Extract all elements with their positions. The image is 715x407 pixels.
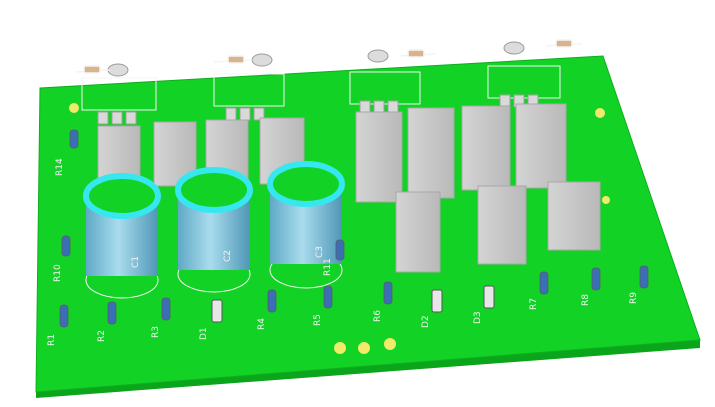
ref-label: R1 [47,334,57,346]
front-resistors [59,129,649,328]
mounting-holes [69,103,610,354]
cap-label: C1 [131,256,141,268]
ref-label: D1 [199,327,209,340]
ref-label: R2 [97,330,107,342]
diode-labels: D1 D2 D3 [199,311,483,340]
ref-label: R7 [529,298,539,310]
ref-label: R8 [581,294,591,306]
ref-label: R4 [257,318,267,330]
ref-label: D3 [473,311,483,324]
ref-label: D2 [421,315,431,328]
ref-label: R9 [629,292,639,304]
capacitor-c2: C2 [175,167,253,293]
capacitor-c3: C3 [267,161,345,289]
top-resistors [75,39,583,74]
ref-label: R3 [151,326,161,338]
front-diodes [211,285,495,323]
ref-label: R10 [53,264,63,282]
relay-blocks [97,103,601,273]
cap-label: C2 [223,250,233,262]
ref-label: R14 [55,158,65,176]
ref-label: R6 [373,310,383,322]
resistor-labels: R1 R2 R3 R4 R5 R6 R7 R8 R9 R10 R11 R14 [47,158,639,346]
cap-label: C3 [315,246,325,258]
ref-label: R5 [313,314,323,326]
ref-label: R11 [323,258,333,276]
capacitor-c1: C1 [83,173,161,299]
